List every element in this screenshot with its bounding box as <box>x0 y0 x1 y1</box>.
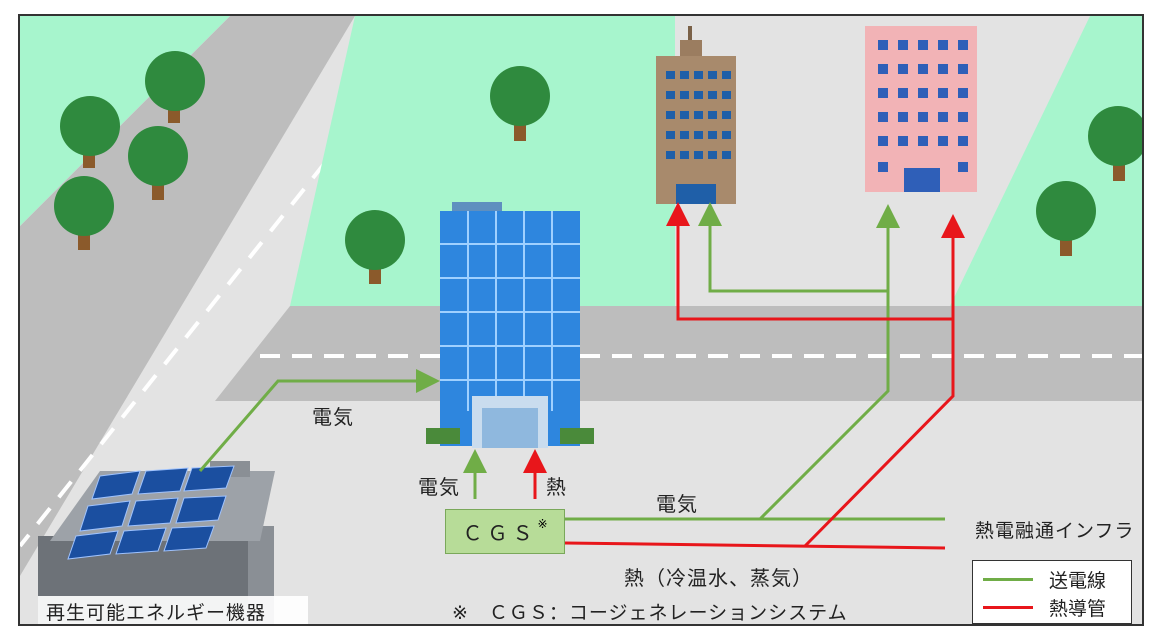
tree-icon <box>1036 181 1096 256</box>
diagram-frame: 電気 電気 熱 電気 熱電融通インフラ 熱（冷温水、蒸気） ※ ＣＧＳ：コージェ… <box>18 14 1144 626</box>
footnote: ※ ＣＧＳ：コージェネレーションシステム <box>452 602 848 624</box>
office-building-pink-icon <box>865 26 977 192</box>
heat-pipes <box>523 202 965 550</box>
label-heat-bottom: 熱（冷温水、蒸気） <box>624 566 813 590</box>
label-elec-right: 電気 <box>656 492 698 516</box>
office-building-blue-icon <box>426 202 594 448</box>
city-energy-scene <box>20 16 1142 624</box>
legend-item-heat-pipe: 熱導管 <box>983 593 1106 621</box>
office-tower-brown-icon <box>656 26 736 204</box>
tree-icon <box>1088 106 1142 181</box>
tree-icon <box>54 176 114 250</box>
legend-swatch-green <box>983 577 1033 581</box>
tree-icon <box>60 96 120 168</box>
label-elec-to-building: 電気 <box>312 405 354 429</box>
cgs-label: ＣＧＳ <box>462 521 538 545</box>
renewable-label-box: 再生可能エネルギー機器 <box>38 596 308 624</box>
legend-item-power-line: 送電線 <box>983 565 1106 593</box>
label-heat-up: 熱 <box>546 475 567 499</box>
legend: 送電線 熱導管 <box>972 560 1132 624</box>
tree-icon <box>128 126 188 200</box>
grass-right <box>950 16 1142 306</box>
power-lines <box>198 202 945 521</box>
tree-icon <box>345 210 405 284</box>
tree-icon <box>145 51 205 123</box>
tree-icon <box>490 66 550 141</box>
road-diagonal <box>20 16 355 576</box>
legend-label: 送電線 <box>1049 569 1107 592</box>
label-elec-up: 電気 <box>418 475 460 499</box>
cgs-footnote-mark: ※ <box>537 516 548 531</box>
cgs-unit: ＣＧＳ※ <box>445 509 565 554</box>
label-infra: 熱電融通インフラ <box>975 520 1135 542</box>
legend-label: 熱導管 <box>1049 597 1107 620</box>
legend-swatch-red <box>983 605 1033 609</box>
renewable-label: 再生可能エネルギー機器 <box>46 601 267 624</box>
